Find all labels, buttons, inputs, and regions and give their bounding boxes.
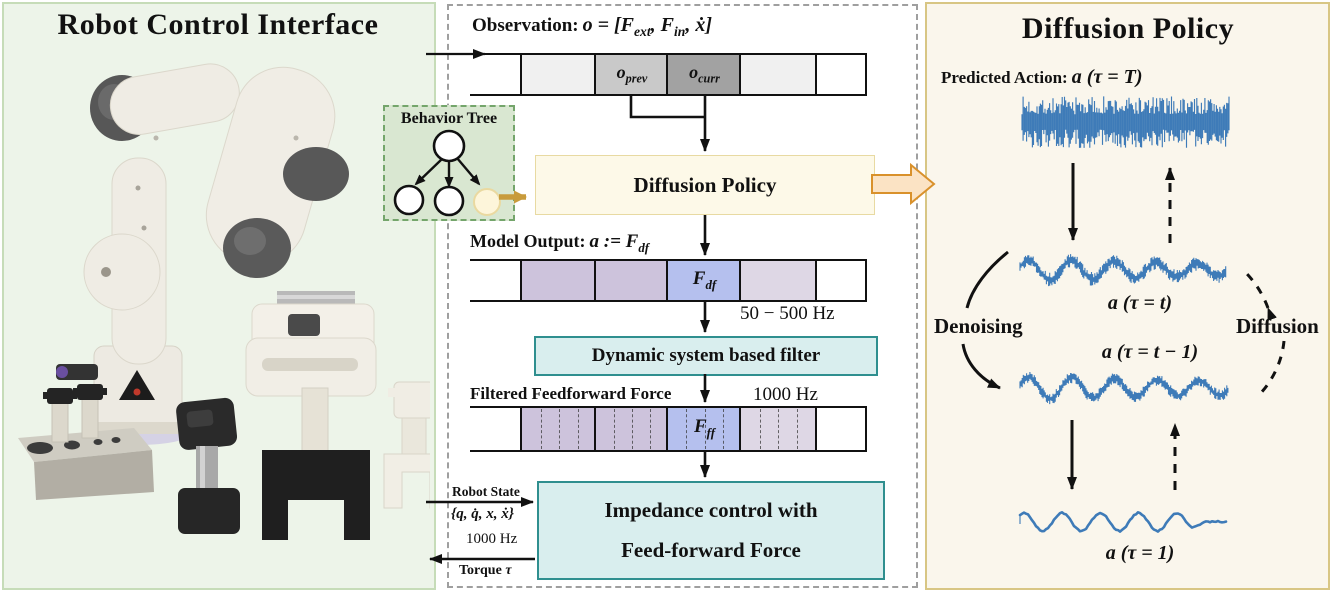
obs-cell-curr: ocurr xyxy=(666,55,741,94)
action-cell-2 xyxy=(594,261,668,300)
model-output-label: Model Output: a := Fdf xyxy=(470,231,649,256)
fdf-label: Fdf xyxy=(692,268,717,292)
ff-cell-fff: Fff xyxy=(666,408,741,450)
observation-label: Observation: o = [Fext, Fin, ẋ] xyxy=(472,14,712,40)
robot-photo xyxy=(18,63,430,540)
model-output-bar: Fdf xyxy=(470,259,867,302)
impedance-control-box: Impedance control with Feed-forward Forc… xyxy=(537,481,885,580)
ff-cell-2 xyxy=(594,408,668,450)
diffusion-label: Diffusion xyxy=(1236,314,1319,338)
diffusion-policy-box: Diffusion Policy xyxy=(535,155,875,215)
waveform-tau-t xyxy=(1019,254,1227,287)
filtered-force-bar: Fff xyxy=(470,406,867,452)
filtered-force-label: Filtered Feedforward Force xyxy=(470,384,672,403)
waveform-tau-1 xyxy=(1018,510,1228,533)
fff-label: Fff xyxy=(693,416,716,440)
observation-formula: o = [Fext, Fin, ẋ] xyxy=(582,14,712,39)
left-panel-title: Robot Control Interface xyxy=(57,8,379,41)
tau-t-minus-1-label: a (τ = t − 1) xyxy=(1101,341,1199,363)
predicted-action-formula: a (τ = T) xyxy=(1071,66,1143,88)
observation-timeline-bar: oprev ocurr xyxy=(470,53,867,96)
right-panel-title: Diffusion Policy xyxy=(1021,12,1235,45)
impedance-line-1: Impedance control with xyxy=(604,498,818,522)
obs-curr-label: ocurr xyxy=(689,62,720,86)
model-output-formula: a := Fdf xyxy=(589,231,650,255)
action-cell-1 xyxy=(520,261,596,300)
behavior-tree-title: Behavior Tree xyxy=(400,110,498,127)
obs-cell-prev: oprev xyxy=(594,55,668,94)
predicted-action-label: Predicted Action: a (τ = T) xyxy=(941,66,1143,89)
torque-label: Torque τ xyxy=(459,563,512,578)
tau-t-label: a (τ = t) xyxy=(1107,292,1173,314)
waveform-tau-t-minus-1 xyxy=(1019,372,1229,405)
action-cell-4 xyxy=(739,261,817,300)
ff-cell-1 xyxy=(520,408,596,450)
dynamic-filter-box: Dynamic system based filter xyxy=(534,336,878,376)
obs-cell-empty-2 xyxy=(739,55,817,94)
ff-cell-4 xyxy=(739,408,817,450)
robot-state-label: Robot State xyxy=(452,484,520,499)
filter-rate-label: 50 − 500 Hz xyxy=(740,303,835,324)
observation-label-text: Observation: xyxy=(472,15,579,36)
action-cell-fdf: Fdf xyxy=(666,261,741,300)
behavior-tree-box: Behavior Tree xyxy=(383,105,515,221)
model-output-label-text: Model Output: xyxy=(470,231,586,251)
obs-prev-label: oprev xyxy=(616,62,648,86)
waveform-predicted-action xyxy=(1021,96,1230,148)
state-rate-label: 1000 Hz xyxy=(466,531,518,547)
ff-rate-label: 1000 Hz xyxy=(753,384,818,405)
denoising-label: Denoising xyxy=(934,314,1023,338)
robot-state-vars: {q, q̇, x, ẋ} xyxy=(451,506,514,522)
obs-cell-empty-1 xyxy=(520,55,596,94)
behavior-tree-graphic xyxy=(393,129,501,217)
tau-1-label: a (τ = 1) xyxy=(1105,542,1175,564)
impedance-line-2: Feed-forward Force xyxy=(621,538,801,562)
predicted-action-text: Predicted Action: xyxy=(941,68,1068,87)
